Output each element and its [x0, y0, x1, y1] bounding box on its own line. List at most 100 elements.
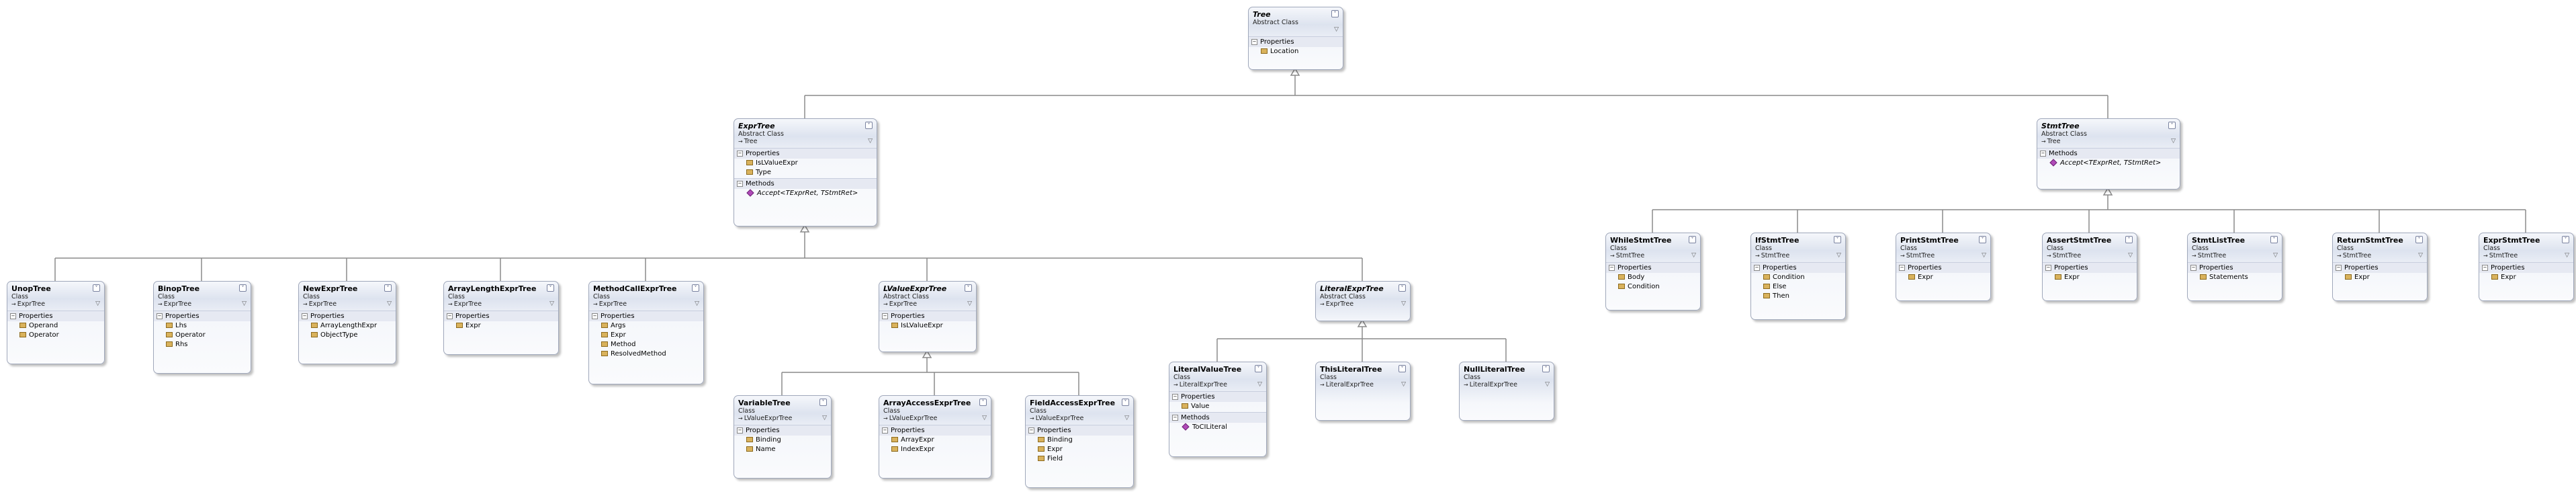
- properties-section-header[interactable]: −Properties: [2479, 262, 2573, 273]
- property-item[interactable]: Type: [734, 168, 877, 177]
- properties-section-header[interactable]: −Properties: [879, 425, 991, 436]
- property-item[interactable]: Binding: [1026, 436, 1133, 445]
- collapse-chevron-icon[interactable]: ˅: [1398, 365, 1406, 372]
- filter-icon[interactable]: ▽: [982, 415, 987, 421]
- property-item[interactable]: Lhs: [154, 321, 251, 331]
- properties-section-header[interactable]: −Properties: [734, 148, 877, 159]
- properties-section-header[interactable]: −Properties: [1169, 391, 1266, 402]
- properties-section-header[interactable]: −Properties: [2333, 262, 2427, 273]
- filter-icon[interactable]: ▽: [1691, 252, 1696, 259]
- filter-icon[interactable]: ▽: [1982, 252, 1986, 259]
- filter-icon[interactable]: ▽: [549, 300, 554, 307]
- collapse-chevron-icon[interactable]: ˅: [865, 122, 873, 129]
- collapse-chevron-icon[interactable]: ˅: [1255, 365, 1262, 372]
- properties-section-header[interactable]: −Properties: [734, 425, 831, 436]
- filter-icon[interactable]: ▽: [2171, 138, 2176, 145]
- filter-icon[interactable]: ▽: [1257, 381, 1262, 388]
- property-item[interactable]: Condition: [1751, 273, 1845, 282]
- methods-section-header[interactable]: −Methods: [734, 178, 877, 189]
- collapse-chevron-icon[interactable]: ˅: [1331, 10, 1339, 17]
- collapse-chevron-icon[interactable]: ˅: [1398, 284, 1406, 292]
- properties-section-header[interactable]: −Properties: [2043, 262, 2137, 273]
- filter-icon[interactable]: ▽: [1836, 252, 1841, 259]
- property-item[interactable]: Then: [1751, 292, 1845, 301]
- collapse-chevron-icon[interactable]: ˅: [384, 284, 392, 292]
- collapse-section-icon[interactable]: −: [2190, 264, 2196, 271]
- collapse-section-icon[interactable]: −: [1172, 414, 1178, 421]
- property-item[interactable]: Value: [1169, 402, 1266, 411]
- property-item[interactable]: Else: [1751, 282, 1845, 292]
- method-item[interactable]: Accept<TExprRet, TStmtRet>: [2037, 159, 2180, 168]
- collapse-chevron-icon[interactable]: ˅: [1834, 236, 1841, 243]
- filter-icon[interactable]: ▽: [1334, 26, 1339, 33]
- collapse-chevron-icon[interactable]: ˅: [547, 284, 554, 292]
- collapse-section-icon[interactable]: −: [737, 427, 743, 434]
- collapse-section-icon[interactable]: −: [1028, 427, 1034, 434]
- property-item[interactable]: Condition: [1606, 282, 1700, 292]
- property-item[interactable]: Rhs: [154, 340, 251, 350]
- property-item[interactable]: Operator: [7, 331, 104, 340]
- filter-icon[interactable]: ▽: [387, 300, 392, 307]
- properties-section-header[interactable]: −Properties: [589, 311, 703, 321]
- filter-icon[interactable]: ▽: [967, 300, 972, 307]
- property-item[interactable]: IndexExpr: [879, 445, 991, 454]
- filter-icon[interactable]: ▽: [1124, 415, 1129, 421]
- property-item[interactable]: Operator: [154, 331, 251, 340]
- properties-section-header[interactable]: −Properties: [1751, 262, 1845, 273]
- property-item[interactable]: Args: [589, 321, 703, 331]
- filter-icon[interactable]: ▽: [695, 300, 699, 307]
- collapse-chevron-icon[interactable]: ˅: [2270, 236, 2278, 243]
- method-item[interactable]: ToCILiteral: [1169, 423, 1266, 432]
- property-item[interactable]: Statements: [2188, 273, 2282, 282]
- collapse-section-icon[interactable]: −: [447, 313, 453, 319]
- collapse-chevron-icon[interactable]: ˅: [2415, 236, 2423, 243]
- collapse-section-icon[interactable]: −: [1899, 264, 1905, 271]
- collapse-section-icon[interactable]: −: [882, 313, 888, 319]
- property-item[interactable]: Field: [1026, 454, 1133, 464]
- property-item[interactable]: Expr: [2333, 273, 2427, 282]
- collapse-section-icon[interactable]: −: [2482, 264, 2488, 271]
- collapse-section-icon[interactable]: −: [157, 313, 163, 319]
- properties-section-header[interactable]: −Properties: [7, 311, 104, 321]
- property-item[interactable]: Operand: [7, 321, 104, 331]
- property-item[interactable]: Expr: [1026, 445, 1133, 454]
- collapse-section-icon[interactable]: −: [302, 313, 308, 319]
- collapse-chevron-icon[interactable]: ˅: [2125, 236, 2133, 243]
- filter-icon[interactable]: ▽: [2128, 252, 2133, 259]
- filter-icon[interactable]: ▽: [95, 300, 100, 307]
- property-item[interactable]: Expr: [1896, 273, 1990, 282]
- property-item[interactable]: Expr: [589, 331, 703, 340]
- methods-section-header[interactable]: −Methods: [1169, 412, 1266, 423]
- collapse-chevron-icon[interactable]: ˅: [239, 284, 247, 292]
- collapse-section-icon[interactable]: −: [1754, 264, 1760, 271]
- filter-icon[interactable]: ▽: [2565, 252, 2569, 259]
- collapse-chevron-icon[interactable]: ˅: [1689, 236, 1696, 243]
- property-item[interactable]: Location: [1249, 47, 1343, 56]
- filter-icon[interactable]: ▽: [1401, 381, 1406, 388]
- collapse-section-icon[interactable]: −: [2336, 264, 2342, 271]
- collapse-chevron-icon[interactable]: ˅: [965, 284, 972, 292]
- property-item[interactable]: Expr: [2479, 273, 2573, 282]
- properties-section-header[interactable]: −Properties: [154, 311, 251, 321]
- property-item[interactable]: ArrayLengthExpr: [299, 321, 396, 331]
- properties-section-header[interactable]: −Properties: [879, 311, 976, 321]
- properties-section-header[interactable]: −Properties: [2188, 262, 2282, 273]
